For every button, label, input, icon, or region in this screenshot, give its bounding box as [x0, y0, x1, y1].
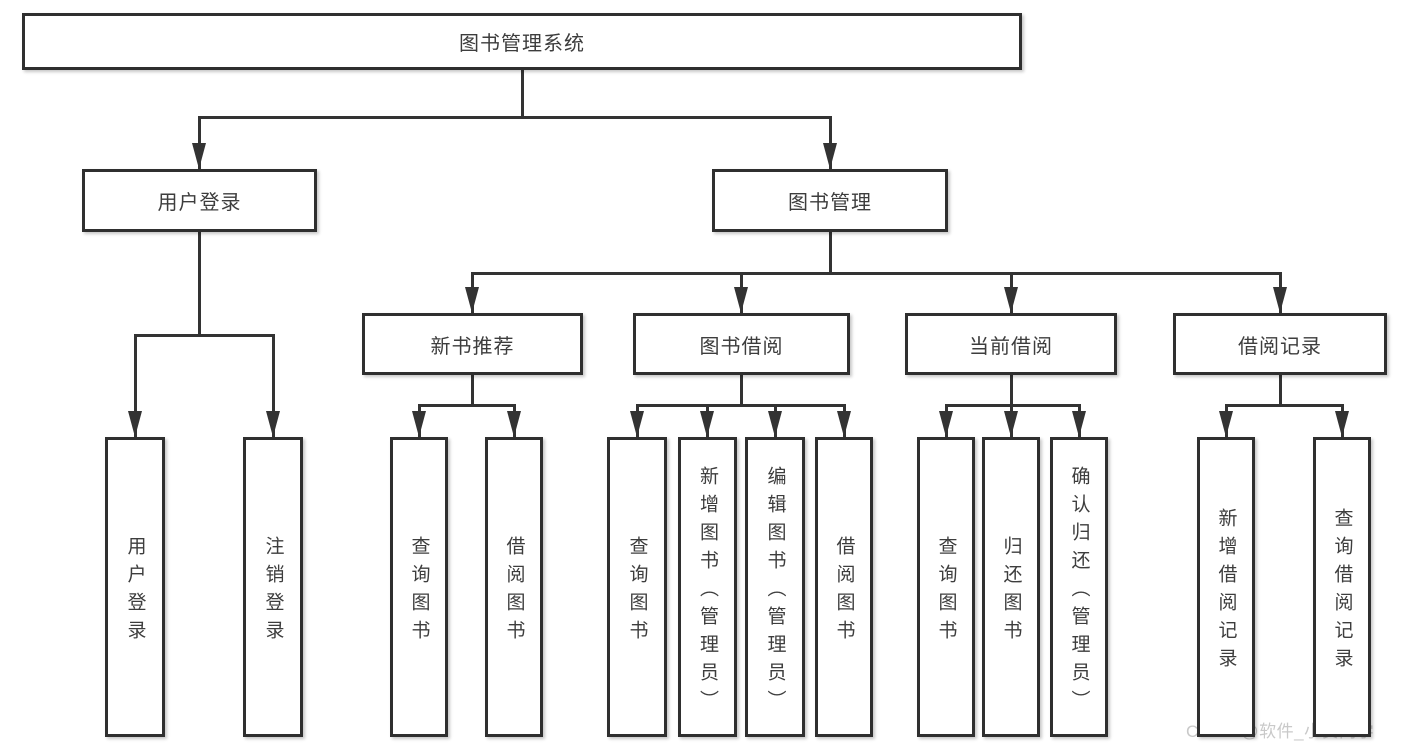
- node-label-book-management: 图书管理: [788, 192, 872, 214]
- node-label-current-borrowing: 当前借阅: [969, 335, 1053, 358]
- node-label-query-books-recommend: 查询图书: [408, 535, 430, 648]
- arrow-down-icon: [465, 287, 479, 313]
- arrow-down-icon: [1003, 287, 1018, 313]
- node-book-borrowing: 图书借阅: [633, 313, 850, 375]
- node-label-query-books-borrowing: 查询图书: [626, 535, 648, 648]
- node-label-borrow-books: 借阅图书: [833, 535, 855, 648]
- arrow-down-icon: [1218, 411, 1233, 437]
- node-label-add-borrow-record: 新增借阅记录: [1215, 507, 1237, 676]
- connector-drop-login-user: [133, 335, 137, 437]
- node-label-book-borrowing: 图书借阅: [699, 335, 784, 358]
- node-label-edit-books-admin: 编辑图书（管理员）: [764, 465, 786, 718]
- node-label-borrow-books-recommend: 借阅图书: [503, 535, 525, 648]
- node-return-books: 归还图书: [982, 437, 1040, 737]
- arrow-down-icon: [938, 411, 953, 437]
- node-current-borrowing: 当前借阅: [905, 313, 1117, 375]
- node-label-add-books-admin: 新增图书（管理员）: [697, 465, 718, 718]
- arrow-down-icon: [1071, 411, 1086, 437]
- node-query-books-borrowing: 查询图书: [607, 437, 667, 737]
- node-borrowing-records: 借阅记录: [1173, 313, 1387, 375]
- arrow-down-icon: [700, 411, 714, 437]
- node-query-books-current: 查询图书: [917, 437, 975, 737]
- node-add-books-admin: 新增图书（管理员）: [678, 437, 737, 737]
- node-root: 图书管理系统: [22, 13, 1022, 70]
- arrow-down-icon: [1334, 411, 1349, 437]
- connector-stem-current-borrowing: [1009, 375, 1013, 405]
- arrow-down-icon: [822, 143, 837, 169]
- node-query-borrow-record: 查询借阅记录: [1313, 437, 1371, 737]
- connector-branch-book-borrowing: [635, 403, 846, 407]
- node-label-query-borrow-record: 查询借阅记录: [1331, 507, 1353, 676]
- node-label-borrowing-records: 借阅记录: [1238, 335, 1322, 358]
- arrow-down-icon: [734, 287, 748, 313]
- node-confirm-return-admin: 确认归还（管理员）: [1050, 437, 1108, 737]
- node-label-login-user: 用户登录: [124, 535, 146, 648]
- connector-branch-root: [198, 115, 832, 119]
- node-edit-books-admin: 编辑图书（管理员）: [745, 437, 805, 737]
- connector-stem-book-borrowing: [740, 375, 743, 405]
- arrow-down-icon: [265, 411, 280, 437]
- node-label-confirm-return-admin: 确认归还（管理员）: [1068, 465, 1090, 718]
- arrow-down-icon: [506, 411, 521, 437]
- connector-branch-new-book-recommend: [417, 403, 516, 407]
- node-label-query-books-current: 查询图书: [935, 535, 957, 648]
- node-borrow-books: 借阅图书: [815, 437, 873, 737]
- arrow-down-icon: [767, 411, 782, 437]
- connector-stem-book-management: [828, 232, 832, 273]
- node-logout-user: 注销登录: [243, 437, 303, 737]
- connector-stem-borrowing-records: [1278, 375, 1282, 405]
- connector-stem-user-login: [198, 232, 201, 335]
- arrow-down-icon: [629, 411, 644, 437]
- node-login-user: 用户登录: [105, 437, 165, 737]
- node-label-logout-user: 注销登录: [262, 535, 284, 648]
- node-borrow-books-recommend: 借阅图书: [485, 437, 543, 737]
- node-label-new-book-recommend: 新书推荐: [430, 335, 515, 358]
- arrow-down-icon: [836, 411, 851, 437]
- node-new-book-recommend: 新书推荐: [362, 313, 583, 375]
- connector-branch-book-management: [471, 271, 1282, 275]
- node-book-management: 图书管理: [712, 169, 948, 232]
- arrow-down-icon: [1003, 411, 1018, 437]
- arrow-down-icon: [192, 143, 206, 169]
- arrow-down-icon: [411, 411, 426, 437]
- node-user-login: 用户登录: [82, 169, 317, 232]
- connector-branch-user-login: [133, 333, 275, 337]
- arrow-down-icon: [127, 411, 142, 437]
- node-label-root: 图书管理系统: [459, 33, 585, 55]
- node-query-books-recommend: 查询图书: [390, 437, 448, 737]
- connector-stem-root: [520, 70, 524, 117]
- node-label-return-books: 归还图书: [1000, 535, 1022, 648]
- connector-drop-logout-user: [271, 335, 275, 437]
- connector-stem-new-book-recommend: [471, 375, 474, 405]
- arrow-down-icon: [1272, 287, 1287, 313]
- connector-branch-current-borrowing: [944, 403, 1081, 407]
- node-label-user-login: 用户登录: [157, 192, 242, 214]
- connector-branch-borrowing-records: [1224, 403, 1344, 407]
- node-add-borrow-record: 新增借阅记录: [1197, 437, 1255, 737]
